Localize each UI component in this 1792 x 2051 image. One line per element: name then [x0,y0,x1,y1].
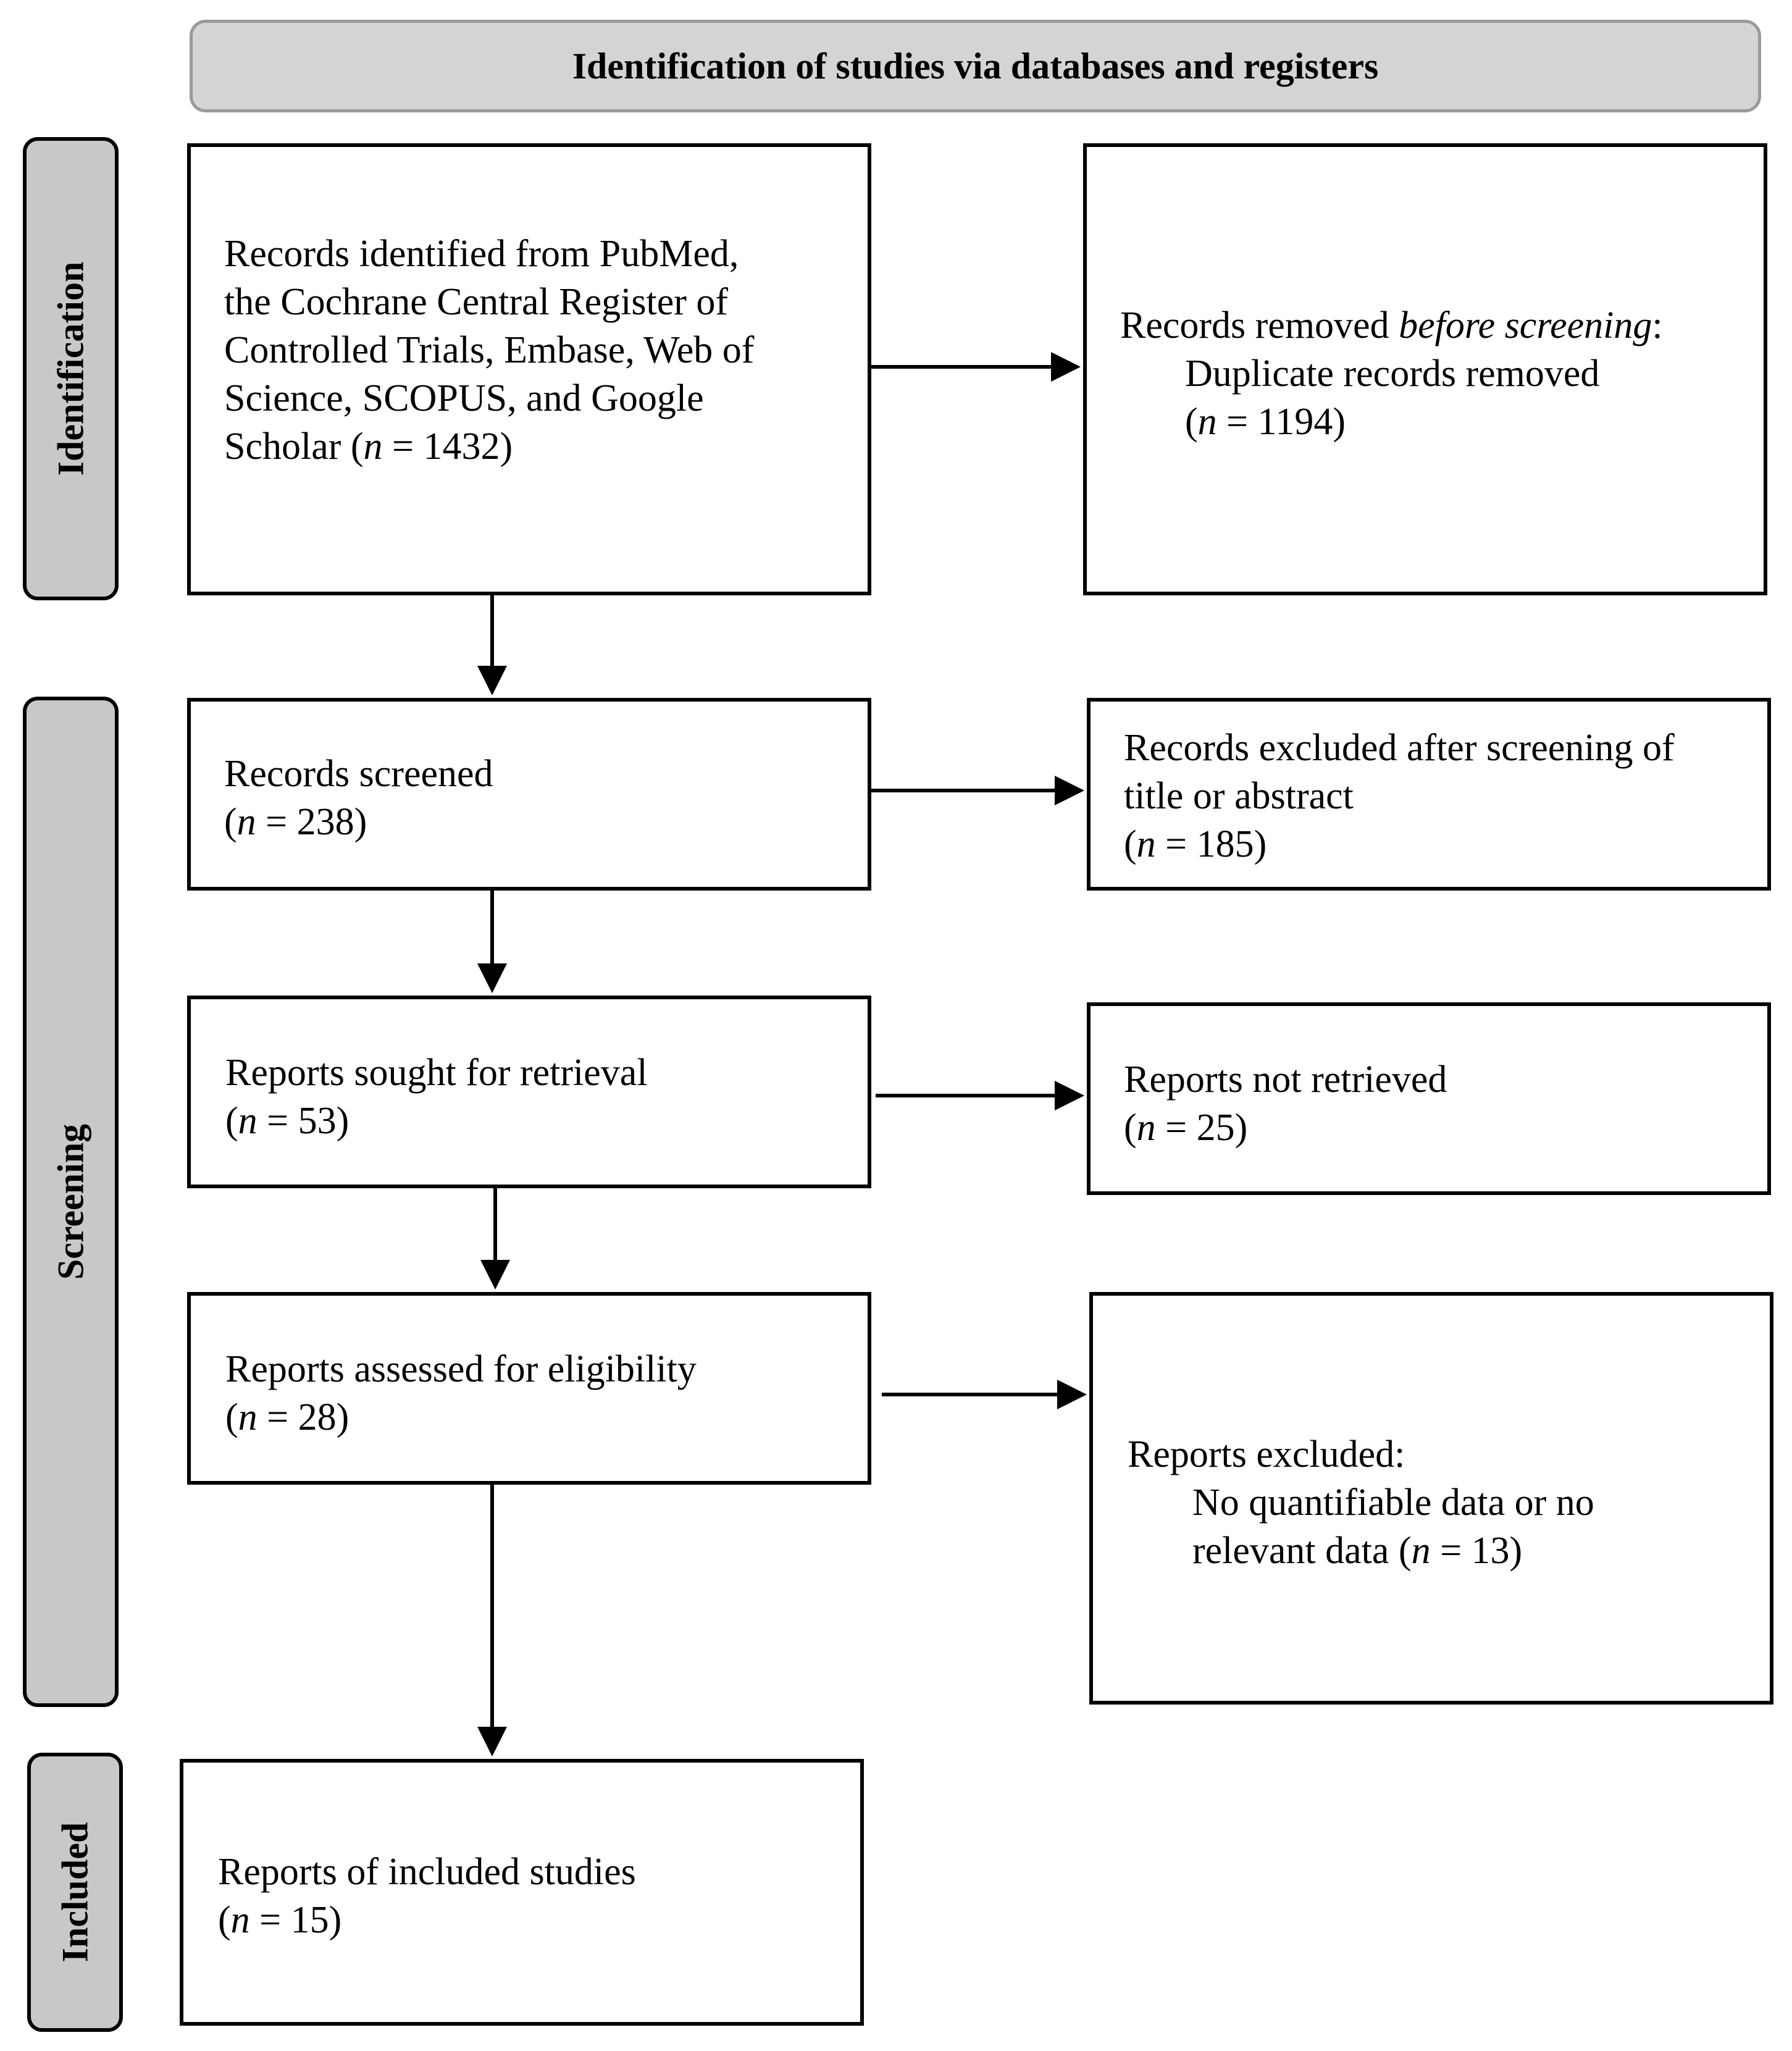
phase-included: Included [27,1753,123,2032]
records-removed-box: Records removed before screening: Duplic… [1083,143,1767,595]
phase-screening: Screening [23,697,119,1707]
records-removed-count: (n = 1194) [1185,401,1346,443]
records-identified-line-1: Records identified from PubMed, [224,233,739,275]
reports-included-label: Reports of included studies [218,1851,636,1893]
records-identified-box: Records identified from PubMed, the Coch… [187,143,871,595]
records-excluded-line-1: Records excluded after screening of [1124,727,1675,769]
reports-excluded-detail-1: No quantifiable data or no [1192,1482,1594,1524]
records-identified-line-2: the Cochrane Central Register of [224,281,729,323]
reports-assessed-box: Reports assessed for eligibility (n = 28… [187,1292,871,1485]
records-excluded-count: (n = 185) [1124,823,1267,865]
reports-excluded-detail-2: relevant data (n = 13) [1192,1530,1523,1572]
flow-header-title: Identification of studies via databases … [572,45,1379,86]
reports-not-retrieved-count: (n = 25) [1124,1107,1248,1149]
records-removed-detail: Duplicate records removed [1185,353,1600,395]
records-identified-line-3: Controlled Trials, Embase, Web of [224,329,755,371]
records-identified-line-5: Scholar (n = 1432) [224,426,513,468]
records-screened-label: Records screened [224,753,493,795]
reports-sought-box: Reports sought for retrieval (n = 53) [187,996,871,1188]
records-identified-line-4: Science, SCOPUS, and Google [224,377,704,419]
reports-included-count: (n = 15) [218,1899,342,1941]
reports-assessed-label: Reports assessed for eligibility [225,1348,697,1390]
reports-excluded-label: Reports excluded: [1128,1433,1405,1475]
reports-assessed-count: (n = 28) [225,1396,350,1438]
reports-not-retrieved-box: Reports not retrieved (n = 25) [1087,1002,1771,1195]
records-screened-count: (n = 238) [224,801,367,843]
flow-header: Identification of studies via databases … [190,20,1761,112]
reports-included-box: Reports of included studies (n = 15) [180,1759,864,2026]
phase-identification: Identification [23,137,119,600]
records-excluded-box: Records excluded after screening of titl… [1087,698,1771,891]
reports-not-retrieved-label: Reports not retrieved [1124,1059,1447,1101]
records-screened-box: Records screened (n = 238) [187,698,871,891]
reports-excluded-box: Reports excluded: No quantifiable data o… [1089,1292,1773,1705]
records-removed-heading: Records removed before screening: [1120,304,1663,346]
reports-sought-label: Reports sought for retrieval [225,1052,648,1094]
reports-sought-count: (n = 53) [225,1100,350,1142]
records-excluded-line-2: title or abstract [1124,775,1354,817]
